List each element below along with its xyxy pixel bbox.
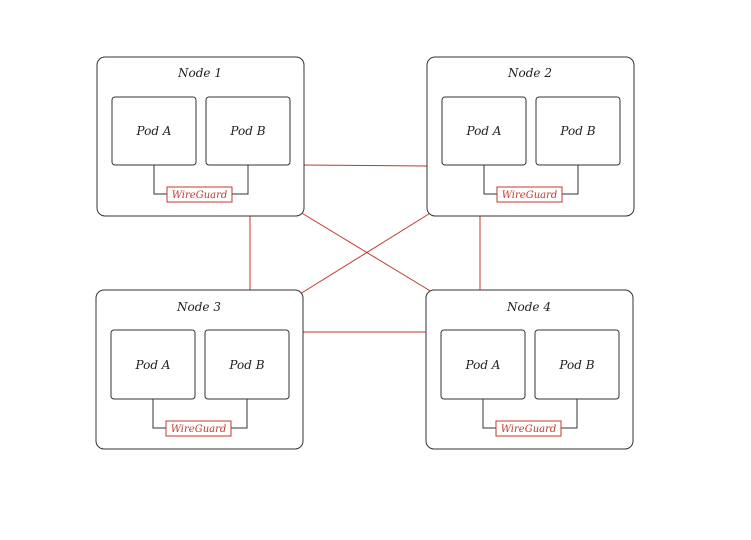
pod-connector [152, 399, 166, 429]
mesh-links [249, 164, 481, 333]
node-3: Node 3 Pod A Pod B WireGuard [95, 289, 304, 450]
link-node1-node2 [303, 164, 428, 167]
wireguard-label: WireGuard [501, 424, 557, 435]
node-title: Node 2 [507, 66, 552, 80]
wireguard-label: WireGuard [502, 190, 558, 201]
pod-connector [232, 165, 249, 195]
link-node2-node3 [299, 211, 433, 295]
pod-label: Pod B [558, 358, 594, 372]
wireguard-box [166, 186, 233, 203]
pod-label: Pod B [228, 358, 264, 372]
wireguard-box [496, 186, 563, 203]
pod-connector [562, 165, 579, 195]
pod-connector [561, 399, 578, 429]
pod-connector [483, 165, 497, 195]
pod-label: Pod B [559, 124, 595, 138]
node-title: Node 3 [176, 300, 221, 314]
node-1: Node 1 Pod A Pod B WireGuard [96, 56, 305, 217]
wireguard-label: WireGuard [172, 190, 228, 201]
pod-label: Pod B [229, 124, 265, 138]
pod-connector [153, 165, 167, 195]
pod-label: Pod A [466, 124, 502, 138]
link-node1-node4 [299, 211, 433, 293]
node-title: Node 1 [177, 66, 222, 80]
wireguard-box [495, 420, 562, 437]
pod-connector [482, 399, 496, 429]
pod-label: Pod A [135, 358, 171, 372]
node-title: Node 4 [506, 300, 551, 314]
pod-label: Pod A [465, 358, 501, 372]
node-2: Node 2 Pod A Pod B WireGuard [426, 56, 635, 217]
wireguard-label: WireGuard [171, 424, 227, 435]
node-4: Node 4 Pod A Pod B WireGuard [425, 289, 634, 450]
wireguard-box [165, 420, 232, 437]
pod-label: Pod A [136, 124, 172, 138]
pod-connector [231, 399, 248, 429]
